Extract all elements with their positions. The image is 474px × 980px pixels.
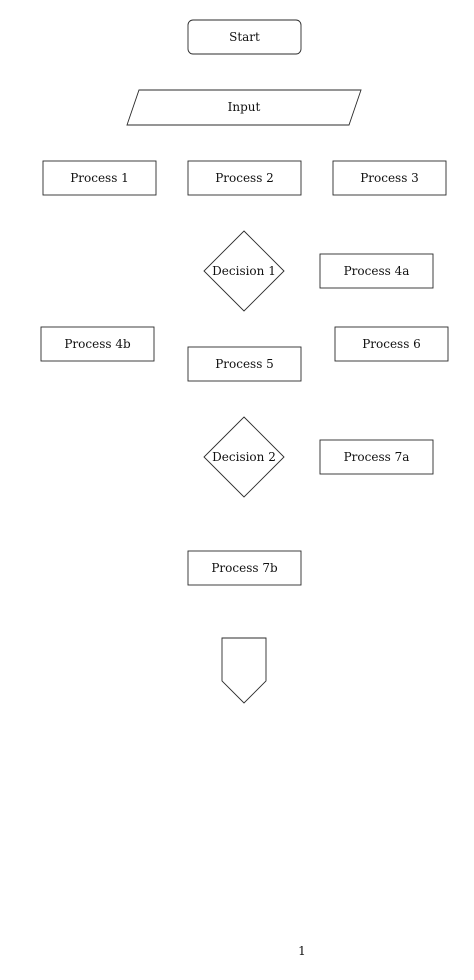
process-1-label: Process 1	[70, 171, 129, 185]
process-6-node: Process 6	[334, 326, 449, 362]
page-number: 1	[298, 944, 306, 958]
decision-2-node: Decision 2	[203, 416, 285, 498]
process-7b-label: Process 7b	[211, 561, 278, 575]
process-4b-node: Process 4b	[40, 326, 155, 362]
process-4a-node: Process 4a	[319, 253, 434, 289]
decision-1-label: Decision 1	[212, 264, 276, 278]
decision-1-node: Decision 1	[203, 230, 285, 312]
start-label: Start	[229, 30, 260, 44]
process-7a-label: Process 7a	[344, 450, 410, 464]
process-2-node: Process 2	[187, 160, 302, 196]
process-5-node: Process 5	[187, 346, 302, 382]
process-5-label: Process 5	[215, 357, 274, 371]
process-1-node: Process 1	[42, 160, 157, 196]
process-3-label: Process 3	[360, 171, 419, 185]
decision-2-label: Decision 2	[212, 450, 276, 464]
input-label: Input	[228, 100, 261, 114]
process-4b-label: Process 4b	[64, 337, 131, 351]
process-4a-label: Process 4a	[344, 264, 410, 278]
process-7a-node: Process 7a	[319, 439, 434, 475]
start-node: Start	[187, 19, 302, 55]
input-node: Input	[126, 89, 362, 126]
process-2-label: Process 2	[215, 171, 274, 185]
process-6-label: Process 6	[362, 337, 421, 351]
process-3-node: Process 3	[332, 160, 447, 196]
process-7b-node: Process 7b	[187, 550, 302, 586]
off-page-connector	[221, 637, 267, 704]
